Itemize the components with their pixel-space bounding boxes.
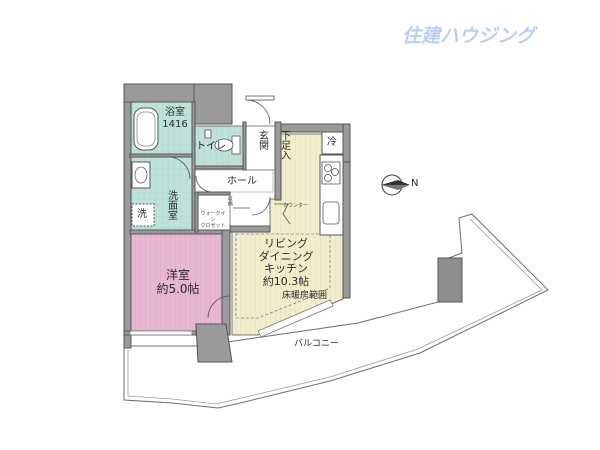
walkin-closet-floor: [197, 193, 231, 231]
north-arrow-icon: [381, 174, 410, 196]
walls: [123, 83, 351, 363]
washer-label: 洗: [137, 209, 147, 220]
counter-label: カウンター: [283, 203, 309, 209]
bathtub: [133, 107, 159, 151]
washbasin: [131, 161, 151, 189]
entrance-label: 玄関: [256, 130, 268, 150]
bath-label: 浴室 1416: [162, 107, 188, 130]
hall-label: ホール: [227, 176, 257, 187]
storage-label: 収納: [226, 196, 233, 206]
hall-door: [195, 175, 213, 193]
doors: [167, 95, 291, 319]
toilet-fixture: [204, 129, 241, 155]
floor-heating-label: 床暖房範囲: [282, 291, 328, 301]
ldk-door: [251, 196, 271, 216]
counter-door: [274, 203, 291, 225]
ldk-label: リビング ダイニング キッチン 約10.3帖: [258, 237, 314, 288]
floor-heating-area: [235, 233, 331, 319]
balcony-label: バルコニー: [294, 339, 339, 349]
ldk-floor: [231, 133, 344, 336]
balcony-pillar: [437, 257, 463, 303]
walkin-closet-label: ウォークイン クロゼット: [200, 211, 226, 229]
washroom-label: 洗面室: [165, 190, 177, 220]
toilet-label: トイレ: [196, 141, 226, 152]
shoe-storage-label: 下足入: [278, 130, 290, 160]
fridge-label: 冷: [327, 137, 337, 148]
north-label: N: [411, 178, 419, 189]
brand-logo: 住建ハウジング: [402, 25, 536, 47]
western-room-door: [207, 295, 231, 319]
kitchen-counter: [319, 131, 344, 236]
windows: [129, 299, 334, 338]
washer-space: [131, 203, 155, 227]
washroom-door: [167, 156, 191, 180]
front-door: [245, 99, 271, 125]
western-room-label: 洋室 約5.0帖: [156, 268, 200, 296]
